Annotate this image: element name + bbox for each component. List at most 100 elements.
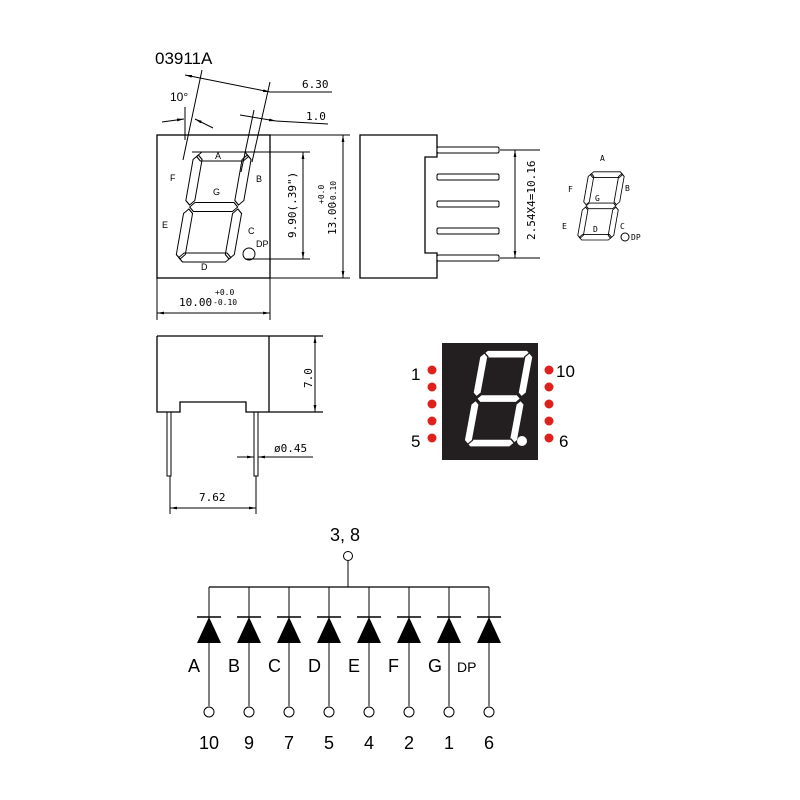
dim-pin-pitch: 2.54X4=10.16	[525, 161, 538, 240]
seg-label-a: A	[215, 151, 221, 161]
dim-body-width-tol-minus: -0.10	[213, 298, 237, 307]
map-label-dp: DP	[631, 233, 641, 242]
segment-f	[185, 154, 203, 206]
dim-segment-width: 1.0	[306, 110, 326, 123]
segment-a	[195, 151, 250, 162]
segment-label: C	[268, 656, 281, 676]
front-digit-outline	[175, 151, 252, 263]
pin-number: 5	[324, 733, 334, 753]
pin-dot-right	[544, 399, 554, 409]
seg-label-c: C	[248, 226, 255, 236]
pin-number: 4	[364, 733, 374, 753]
front-body-outline	[156, 134, 271, 279]
segment-b	[517, 351, 534, 398]
segment-e	[577, 206, 589, 239]
diode-c: C7	[268, 587, 301, 753]
front-view: A B C D E F G DP 6.30 1.0 10° 9.90(.39")…	[156, 69, 350, 320]
pin-terminal	[283, 706, 295, 718]
map-label-d: D	[593, 225, 598, 234]
pin-terminal	[483, 706, 495, 718]
segment-label: DP	[457, 659, 476, 675]
segment-b	[613, 173, 625, 206]
dim-depth: 7.0	[302, 368, 315, 388]
diode-triangle-icon	[477, 617, 501, 643]
side-pin	[436, 254, 500, 262]
side-pin	[436, 227, 500, 235]
map-label-g: G	[595, 194, 600, 203]
side-pin	[436, 200, 500, 208]
diode-triangle-icon	[437, 617, 461, 643]
segment-g	[475, 393, 522, 404]
dp-led	[517, 436, 527, 446]
segment-d	[578, 233, 613, 241]
pin-terminal	[403, 706, 415, 718]
dim-body-width: 10.00	[179, 296, 212, 309]
pin-number: 2	[404, 733, 414, 753]
profile-view: 7.0 7.62 ø0.45	[156, 335, 323, 514]
dp-outline	[242, 247, 256, 261]
pin-dot-left	[427, 399, 437, 409]
diode-dp: DP 6	[457, 587, 501, 753]
dim-pin-diameter: ø0.45	[274, 442, 307, 455]
common-pin-label: 3, 8	[330, 525, 360, 545]
pin-dot-left	[427, 416, 437, 426]
pin-number: 7	[284, 733, 294, 753]
pin-label-6: 6	[559, 432, 568, 451]
pin-terminal	[203, 706, 215, 718]
diode-a: A 10	[188, 587, 221, 753]
diode-triangle-icon	[277, 617, 301, 643]
pin-dot-left	[427, 433, 437, 443]
dim-body-height: 13.00	[326, 202, 339, 235]
pin-dot-left	[427, 365, 437, 375]
pin-terminal	[443, 706, 455, 718]
map-label-a: A	[600, 154, 605, 163]
segment-e	[175, 208, 194, 260]
pin-dot-right	[544, 365, 554, 375]
dim-slant-angle: 10°	[170, 90, 188, 104]
pinout-illustration: 1 5 10 6	[411, 343, 575, 460]
side-pin	[436, 173, 500, 181]
map-label-b: B	[625, 184, 630, 193]
pin-number: 6	[484, 733, 494, 753]
diode-g: G1	[428, 587, 461, 753]
diode-triangle-icon	[237, 617, 261, 643]
pin-label-1: 1	[411, 365, 420, 384]
diode-triangle-icon	[197, 617, 221, 643]
segment-b	[234, 154, 252, 206]
pin-terminal	[323, 706, 335, 718]
side-view: 2.54X4=10.16	[359, 134, 540, 279]
dim-digit-height: 9.90(.39")	[286, 172, 299, 238]
segment-label: G	[428, 656, 442, 676]
diode-triangle-icon	[357, 617, 381, 643]
seg-label-f: F	[170, 173, 176, 183]
pin-number: 9	[244, 733, 254, 753]
pin-dot-right	[544, 433, 554, 443]
pin-label-5: 5	[411, 432, 420, 451]
diode-f: F2	[388, 587, 421, 753]
dim-body-height-tol-plus: +0.0	[317, 185, 326, 204]
map-label-f: F	[568, 185, 573, 194]
pin-label-10: 10	[556, 362, 575, 381]
diode-b: B9	[228, 587, 261, 753]
pin-terminal	[363, 706, 375, 718]
pin-terminal	[243, 706, 255, 718]
segment-f	[583, 173, 595, 206]
seg-label-d: D	[201, 262, 208, 272]
dim-digit-width: 6.30	[302, 78, 329, 91]
segment-map-diagram: A B C D E F G DP	[562, 154, 641, 242]
side-pin	[436, 146, 500, 154]
pin-number: 10	[199, 733, 219, 753]
segment-g	[188, 202, 239, 212]
part-number: 03911A	[155, 49, 213, 68]
pin-dot-left	[427, 382, 437, 392]
segment-label: B	[228, 656, 240, 676]
diode-triangle-icon	[317, 617, 341, 643]
seg-label-e: E	[162, 220, 168, 230]
diode-d: D5	[308, 587, 341, 753]
map-label-e: E	[562, 222, 567, 231]
segment-label: A	[188, 656, 200, 676]
seg-label-dp: DP	[256, 239, 269, 249]
seg-label-g: G	[213, 187, 220, 197]
